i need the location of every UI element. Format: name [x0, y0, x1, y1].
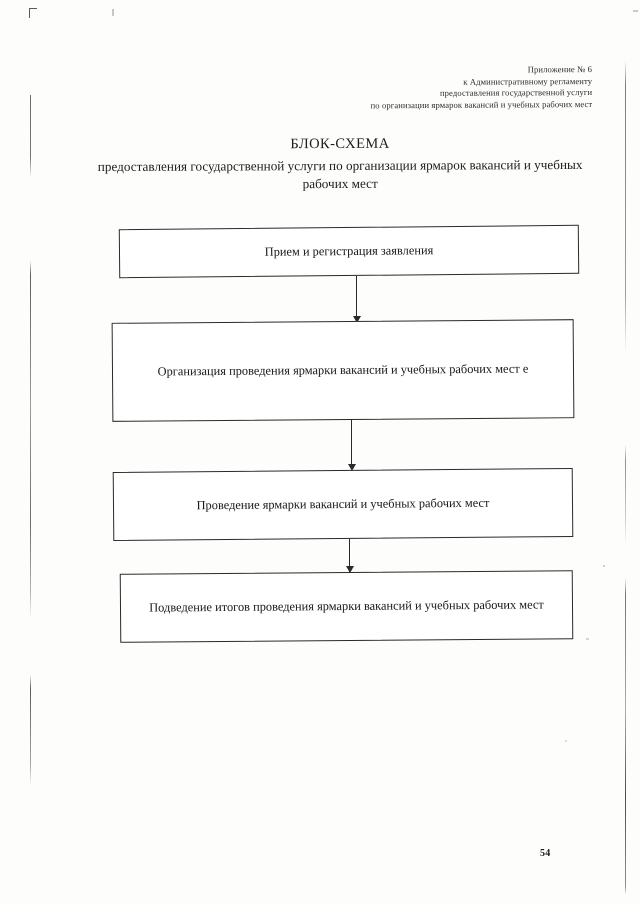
arrow-down-icon [356, 276, 358, 322]
scan-artifact-right-line [625, 60, 626, 895]
flow-node-intake[interactable]: Прием и регистрация заявления [118, 224, 580, 279]
document-title-block: БЛОК-СХЕМА предоставления государственно… [70, 135, 610, 194]
scan-speck [633, 10, 638, 12]
scan-artifact-left-line [30, 95, 31, 785]
page-title: БЛОК-СХЕМА [290, 135, 390, 153]
scan-corner-mark [29, 8, 37, 18]
flow-node-organization[interactable]: Организация проведения ярмарки вакансий … [111, 319, 575, 422]
appendix-reference-header: Приложение № 6 к Административному регла… [300, 64, 593, 112]
scan-speck [586, 638, 589, 640]
page-subtitle: предоставления государственной услуги по… [97, 156, 583, 192]
flow-node-label: Проведение ярмарки вакансий и учебных ра… [196, 495, 490, 513]
arrow-down-icon [351, 420, 353, 470]
flow-node-label: Организация проведения ярмарки вакансий … [157, 361, 529, 379]
scan-speck [565, 740, 567, 742]
scan-speck [112, 9, 114, 16]
page-number: 54 [540, 848, 551, 859]
flow-node-holding-fair[interactable]: Проведение ярмарки вакансий и учебных ра… [112, 467, 574, 542]
flow-node-summary-results[interactable]: Подведение итогов проведения ярмарки вак… [119, 570, 574, 643]
flow-node-label: Прием и регистрация заявления [264, 243, 434, 259]
header-line-scope: по организации ярмарок вакансий и учебны… [370, 98, 593, 111]
flow-node-label: Подведение итогов проведения ярмарки вак… [149, 597, 544, 615]
scan-speck [603, 565, 605, 567]
arrow-down-icon [349, 539, 351, 572]
